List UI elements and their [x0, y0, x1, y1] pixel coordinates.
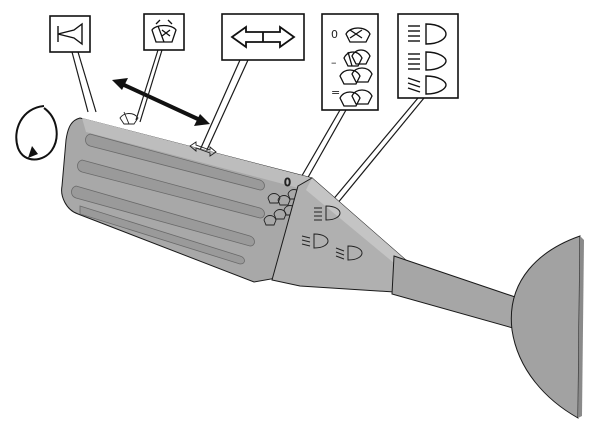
wiper-mark-intermittent: – — [331, 56, 337, 69]
callout-headlamps — [398, 14, 458, 98]
svg-text:0: 0 — [284, 176, 291, 189]
wiper-mark-off: 0 — [331, 28, 338, 41]
stalk-tip: 0 — [62, 112, 312, 282]
wiper-mark-fast: = — [331, 86, 340, 99]
stalk-shaft — [392, 256, 524, 330]
callout-rear-wiper — [144, 14, 184, 50]
rotate-arrow-icon — [16, 106, 56, 160]
mounting-flange — [511, 236, 584, 418]
callout-indicator — [222, 14, 304, 60]
callout-wiper-modes: 0 – = — [322, 14, 378, 110]
callout-horn — [50, 16, 90, 52]
